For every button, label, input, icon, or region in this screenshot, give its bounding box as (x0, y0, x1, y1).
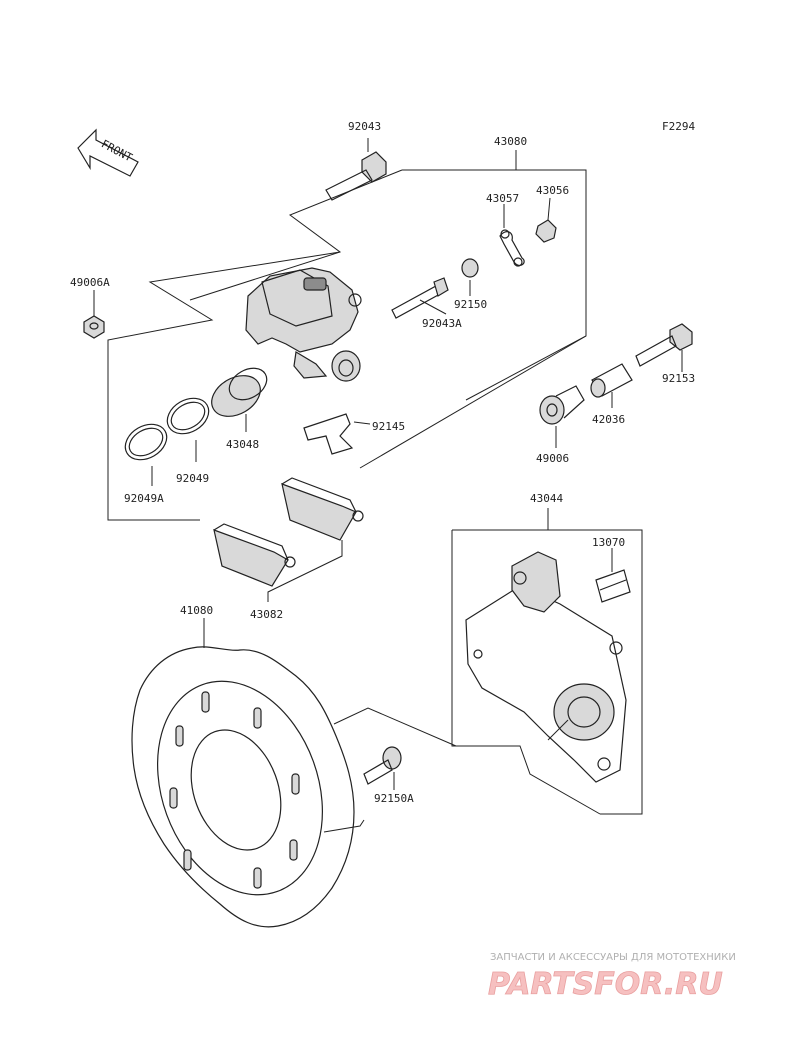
label-92049A: 92049A (124, 492, 164, 505)
front-arrow-label: FRONT (99, 137, 135, 164)
label-43048: 43048 (226, 438, 259, 451)
part-number-labels: 92043 43080 43057 43056 49006A 92150 920… (70, 120, 695, 805)
watermark: ЗАПЧАСТИ И АКСЕССУАРЫ ДЛЯ МОТОТЕХНИКИ PA… (488, 952, 736, 1002)
label-43080: 43080 (494, 135, 527, 148)
disc-bolt-92150A (363, 746, 402, 790)
collar-49006 (539, 385, 585, 448)
label-92049: 92049 (176, 472, 209, 485)
watermark-logo: PARTSFOR.RU (488, 967, 723, 1002)
bleeder-bracket-43057 (499, 204, 525, 267)
label-92043A: 92043A (422, 317, 462, 330)
caliper-bracket (465, 551, 627, 783)
figure-code: F2294 (662, 120, 695, 133)
label-92153: 92153 (662, 372, 695, 385)
brake-pads-43082 (213, 477, 364, 602)
caliper-bolt-92043 (325, 138, 387, 201)
label-43056: 43056 (536, 184, 569, 197)
label-41080: 41080 (180, 604, 213, 617)
label-43057: 43057 (486, 192, 519, 205)
cap-92150 (461, 258, 479, 296)
clip-13070 (595, 548, 631, 603)
label-42036: 42036 (592, 413, 625, 426)
seal-92049A (124, 423, 168, 486)
nut-49006A (83, 290, 105, 339)
label-43082: 43082 (250, 608, 283, 621)
label-92150: 92150 (454, 298, 487, 311)
caliper-body (245, 267, 362, 382)
pad-spring-92145 (303, 413, 371, 455)
label-43044: 43044 (530, 492, 563, 505)
front-direction-arrow: FRONT (77, 128, 139, 177)
sleeve-42036 (590, 363, 633, 408)
label-13070: 13070 (592, 536, 625, 549)
label-92145: 92145 (372, 420, 405, 433)
label-92043: 92043 (348, 120, 381, 133)
brake-disc-41080 (131, 618, 457, 928)
seal-92049 (166, 397, 210, 462)
bracket-assembly-outline (451, 508, 643, 815)
piston-43048 (211, 367, 268, 432)
label-49006: 49006 (536, 452, 569, 465)
label-49006A: 49006A (70, 276, 110, 289)
bleeder-valve-43056 (535, 197, 557, 243)
caliper-assembly-outline (107, 150, 587, 521)
label-92150A: 92150A (374, 792, 414, 805)
watermark-caption: ЗАПЧАСТИ И АКСЕССУАРЫ ДЛЯ МОТОТЕХНИКИ (490, 952, 736, 963)
bolt-92153 (635, 323, 693, 372)
slide-pin-92043A (391, 277, 449, 319)
